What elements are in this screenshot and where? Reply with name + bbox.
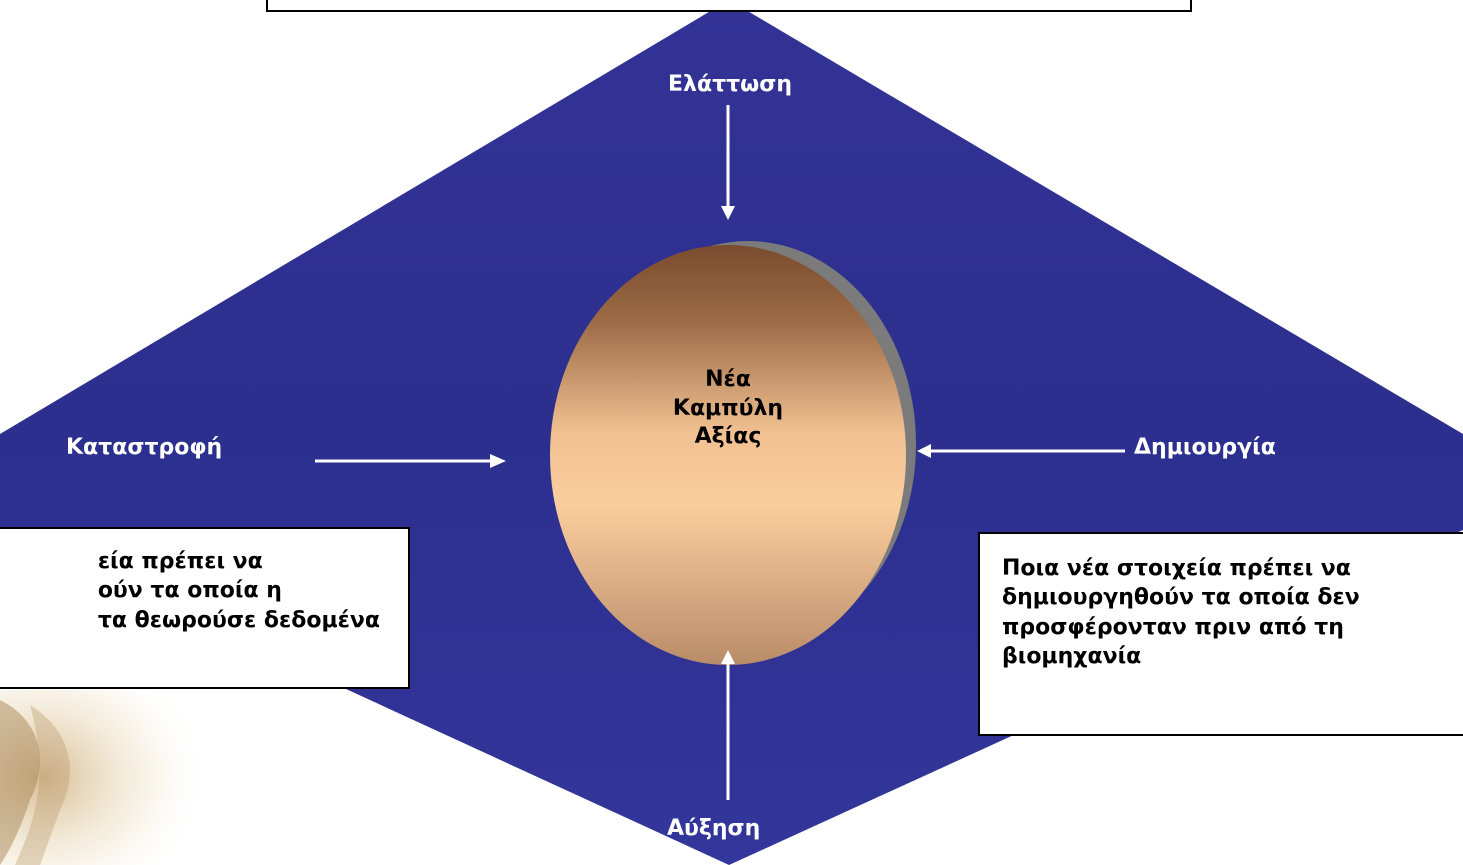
create-question-box: Ποια νέα στοιχεία πρέπει να δημιουργηθού… xyxy=(978,532,1463,736)
box-text-line: εία πρέπει να xyxy=(97,549,263,574)
label-eliminate: Καταστροφή xyxy=(66,435,223,460)
eliminate-question-box: εία πρέπει να ούν τα οποία η τα θεωρούσε… xyxy=(0,527,410,689)
arrow-left-right xyxy=(917,444,1125,458)
box-text-line: δημιουργηθούν τα οποία δεν xyxy=(1002,585,1360,611)
label-decrease: Ελάττωση xyxy=(668,72,793,97)
circle-label-line: Αξίας xyxy=(694,424,762,450)
label-increase: Αύξηση xyxy=(667,816,761,841)
box-text-line: προσφέρονταν πριν από τη xyxy=(1002,614,1344,640)
background-photo-fragment xyxy=(0,690,210,865)
box-text-line: βιομηχανία xyxy=(1002,644,1142,670)
box-text-line: Ποια νέα στοιχεία πρέπει να xyxy=(1002,556,1351,581)
circle-label-line: Νέα xyxy=(705,367,751,392)
arrow-down-top xyxy=(721,105,735,220)
box-text-line: ούν τα οποία η xyxy=(97,578,282,604)
top-text-box xyxy=(266,0,1192,12)
circle-label: Νέα Καμπύλη Αξίας xyxy=(560,366,896,452)
arrows xyxy=(315,105,1125,800)
label-create: Δημιουργία xyxy=(1134,435,1276,460)
value-curve-circle xyxy=(550,245,906,665)
box-text-line: τα θεωρούσε δεδομένα xyxy=(97,607,380,633)
arrow-up-bottom xyxy=(721,650,735,800)
circle-label-line: Καμπύλη xyxy=(672,395,784,421)
arrow-right-left xyxy=(315,454,506,468)
